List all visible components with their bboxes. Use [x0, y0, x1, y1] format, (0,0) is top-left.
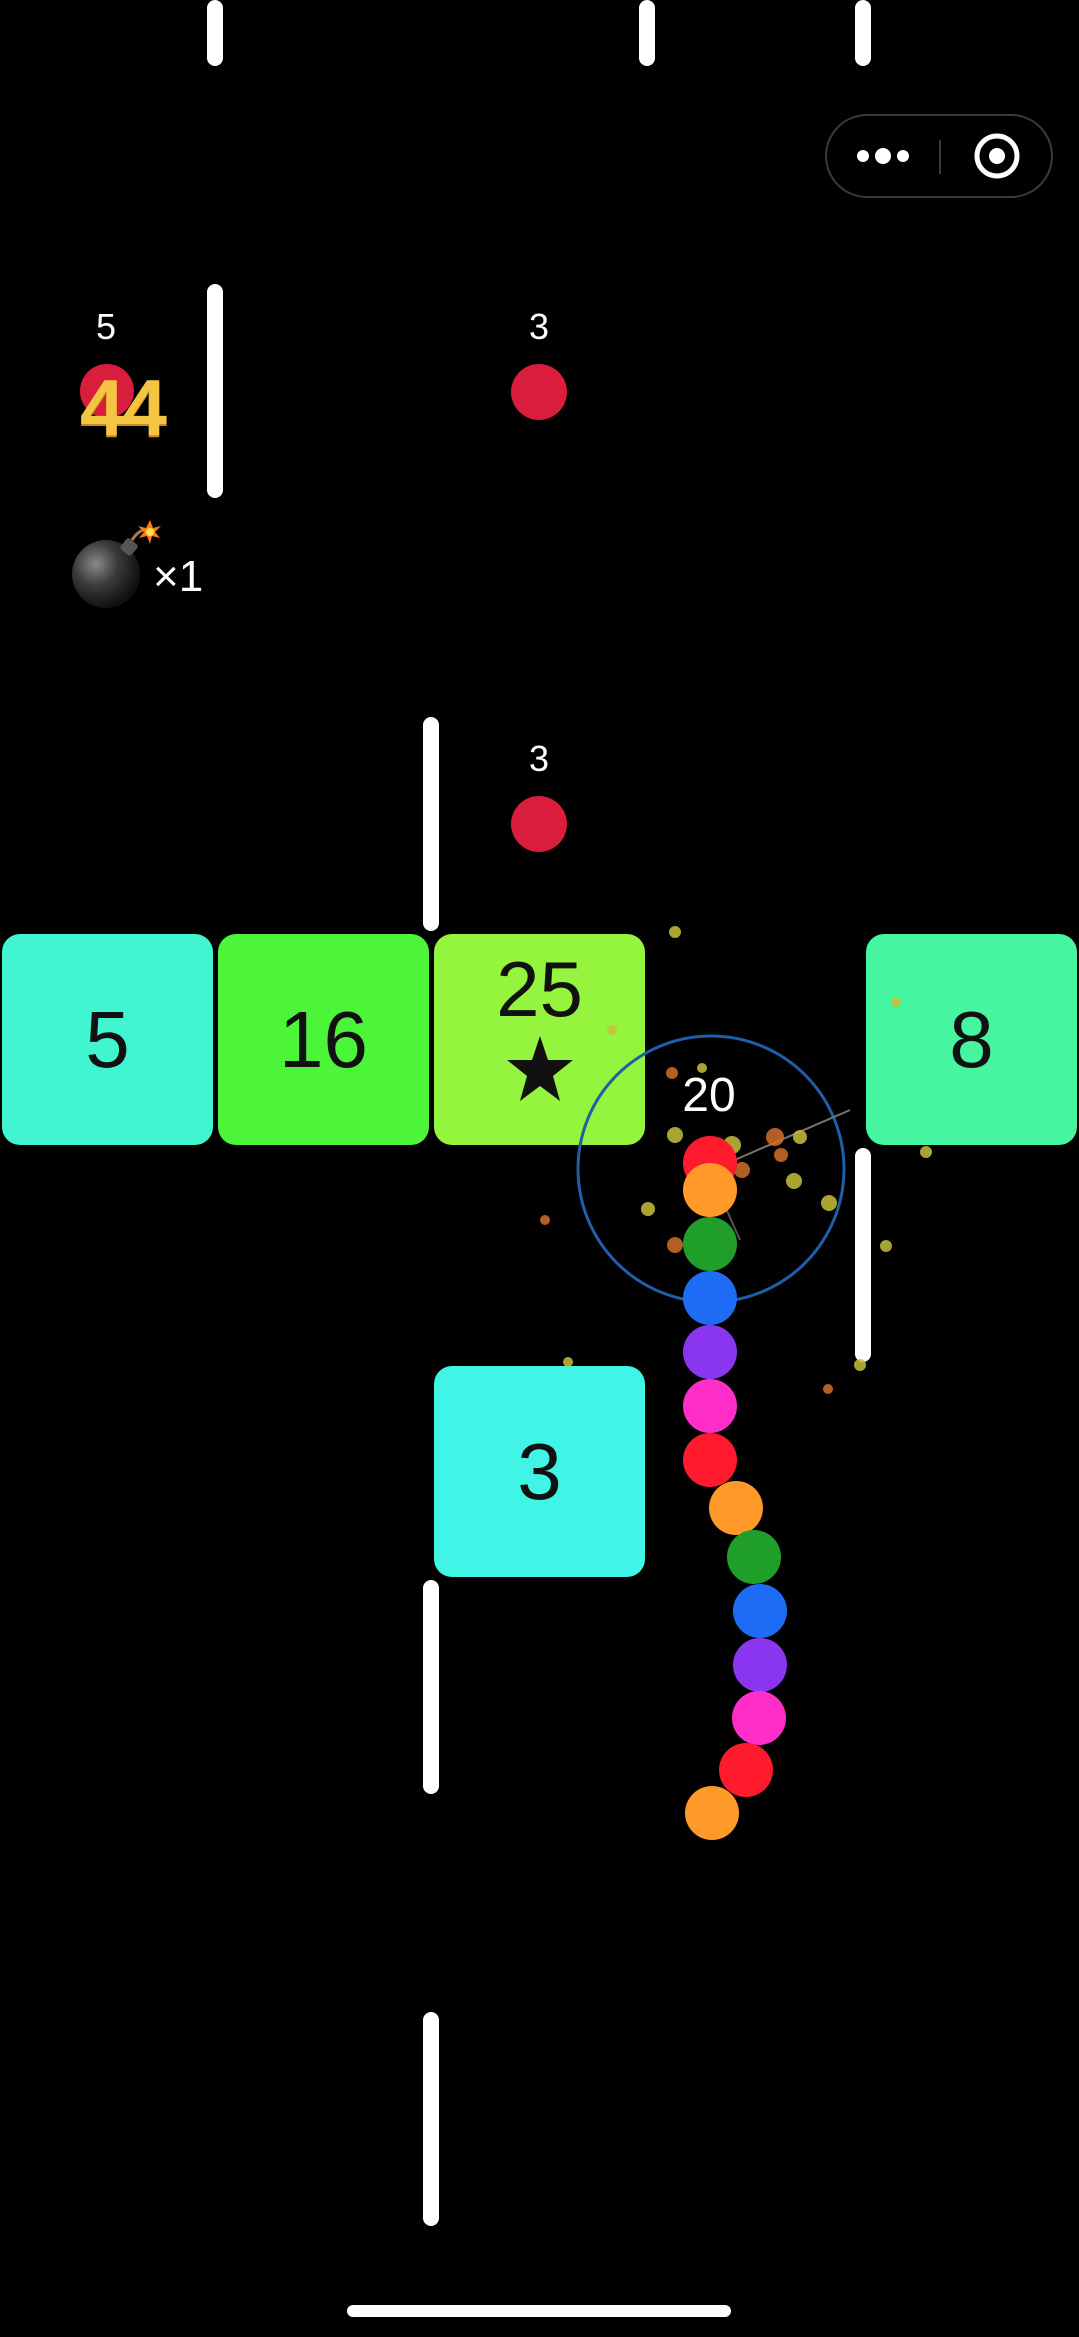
food-pellet — [511, 796, 567, 852]
snake-segment — [732, 1691, 786, 1745]
wall — [639, 0, 655, 66]
close-button[interactable] — [941, 116, 1053, 196]
snake-segment — [683, 1379, 737, 1433]
menu-button[interactable] — [827, 116, 939, 196]
snake-segment — [733, 1584, 787, 1638]
snake-segment — [683, 1325, 737, 1379]
wall — [855, 0, 871, 66]
snake-segment — [733, 1638, 787, 1692]
more-dots-icon — [857, 148, 909, 164]
block-value: 8 — [949, 994, 994, 1084]
number-block: 5 — [2, 934, 213, 1145]
snake-segment — [683, 1433, 737, 1487]
bomb-count: ×1 — [153, 552, 204, 601]
wall — [423, 2012, 439, 2226]
capsule-divider — [939, 140, 941, 174]
wall — [207, 284, 223, 498]
wall — [855, 1148, 871, 1362]
block-value: 25 — [496, 945, 583, 1033]
number-block: 8 — [866, 934, 1077, 1145]
bomb-icon[interactable] — [70, 518, 162, 610]
wall — [207, 0, 223, 66]
hud-label: 5 — [95, 306, 117, 347]
block-value: 3 — [517, 1426, 562, 1516]
score-display: 44 — [80, 363, 167, 452]
snake-segment — [709, 1481, 763, 1535]
snake-segment — [683, 1163, 737, 1217]
snake-segment — [719, 1743, 773, 1797]
food-label: 3 — [528, 306, 550, 347]
food-label: 3 — [528, 738, 550, 779]
home-indicator[interactable] — [347, 2305, 731, 2317]
hud-food-icon — [80, 364, 134, 418]
star-block: 25 — [434, 934, 645, 1145]
snake-segment — [683, 1271, 737, 1325]
snake-tail — [685, 1786, 739, 1840]
wall — [423, 717, 439, 931]
snake-segment — [727, 1530, 781, 1584]
snake-length: 20 — [682, 1069, 736, 1122]
target-circle-icon — [974, 133, 1020, 179]
block-value: 16 — [279, 994, 368, 1084]
wall — [423, 1580, 439, 1794]
mini-program-capsule — [825, 114, 1053, 198]
snake-segment — [683, 1217, 737, 1271]
food-pellet — [511, 364, 567, 420]
number-block: 3 — [434, 1366, 645, 1577]
number-block: 16 — [218, 934, 429, 1145]
star-icon — [506, 1036, 573, 1101]
block-value: 5 — [85, 994, 130, 1084]
